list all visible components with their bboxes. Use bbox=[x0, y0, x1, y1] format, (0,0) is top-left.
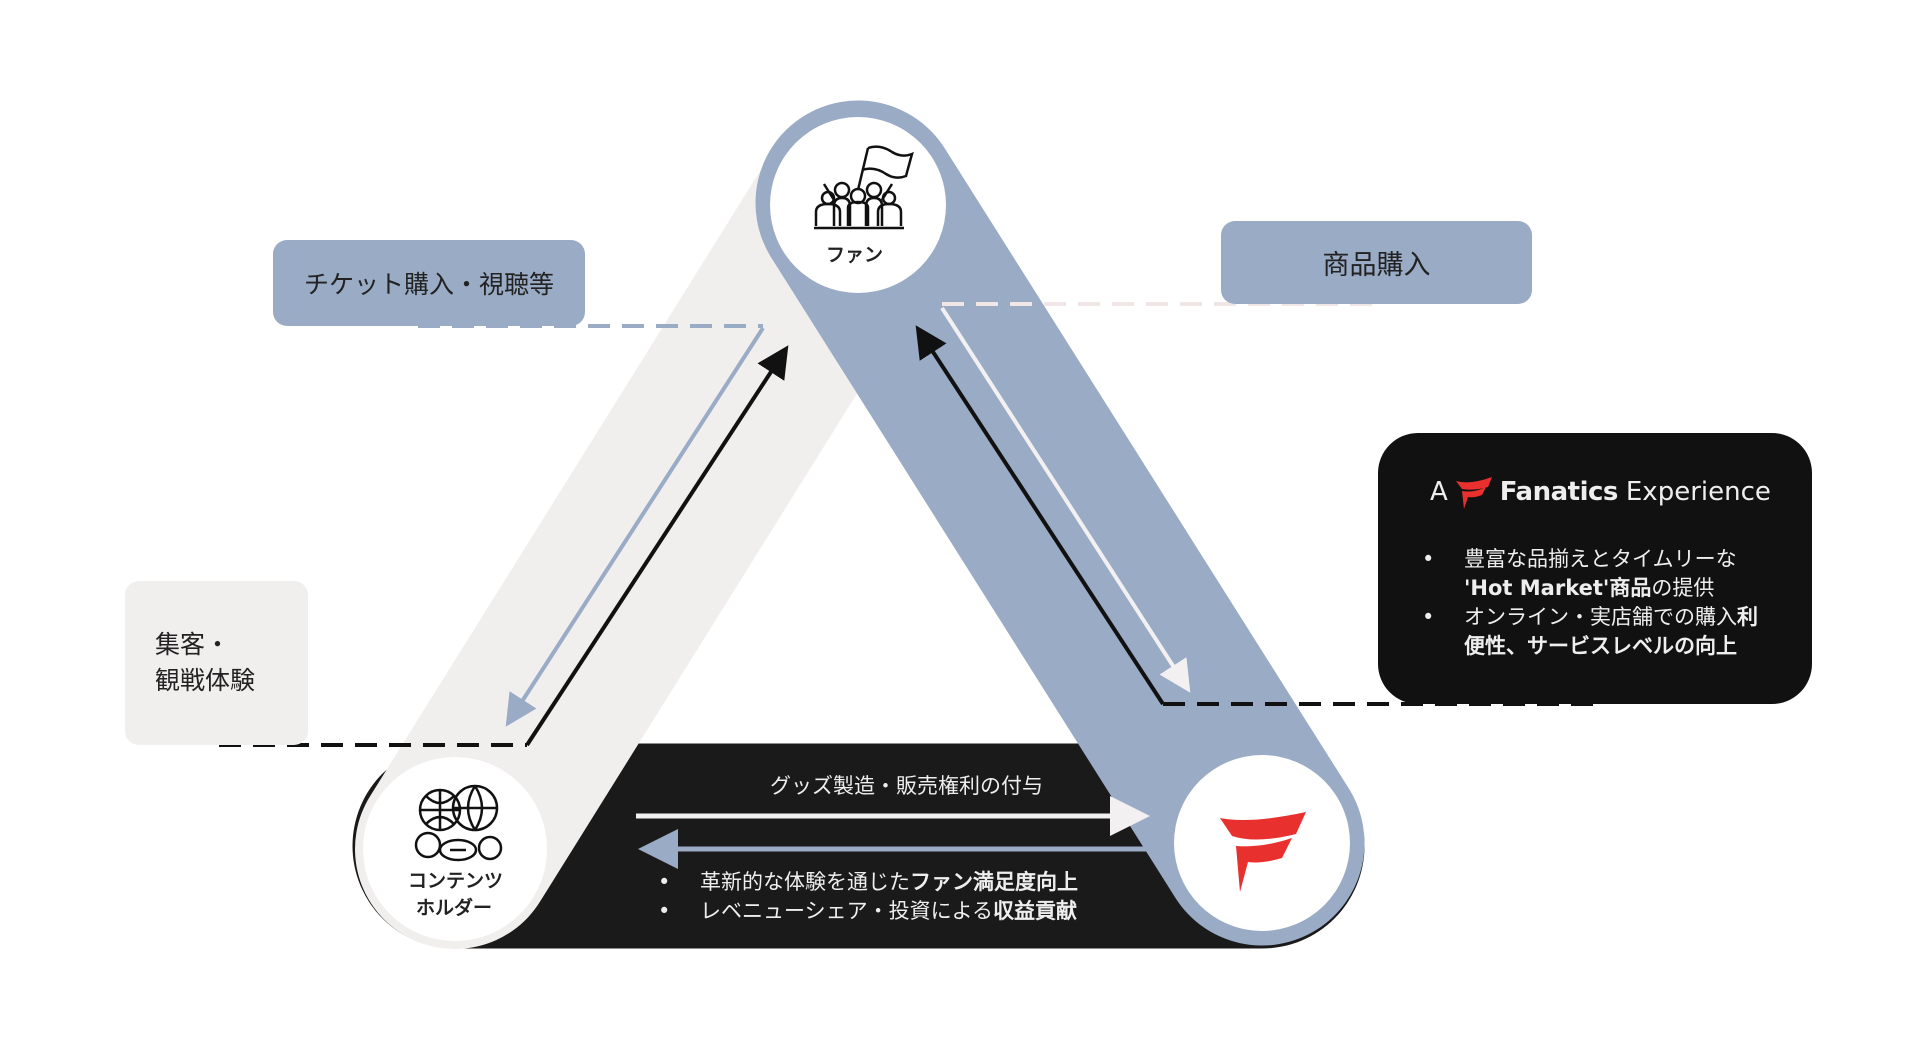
bullet-dot: • bbox=[1422, 547, 1435, 571]
bullet-item: • レベニューシェア・投資による収益貢献 bbox=[658, 897, 1078, 926]
attract-experience-box: 集客・ 観戦体験 bbox=[125, 581, 308, 745]
bullet-text: 革新的な体験を通じた bbox=[700, 870, 910, 894]
content-holder-label-line2: ホルダー bbox=[416, 897, 493, 919]
bullet-item: • オンライン・実店舗での購入利 便性、サービスレベルの向上 bbox=[1422, 603, 1758, 661]
rights-grant-label: グッズ製造・販売権利の付与 bbox=[770, 774, 1043, 798]
bullet-text: オンライン・実店舗での購入 bbox=[1464, 605, 1737, 629]
band-fan-fanatics bbox=[755, 100, 1365, 946]
bullet-dot: • bbox=[658, 870, 671, 894]
fan-node bbox=[770, 117, 946, 293]
sports-balls-icon bbox=[414, 784, 503, 862]
band-fan-contents bbox=[355, 103, 958, 949]
fanatics-flag-icon bbox=[1455, 477, 1492, 509]
arrow-fanatics-to-fan bbox=[915, 325, 1165, 706]
fanatics-experience-box: A Fanatics Experience • 豊富な品揃えとタイムリーな 'H… bbox=[1378, 433, 1812, 704]
bullet-dot: • bbox=[1422, 605, 1435, 629]
fans-cheering-icon bbox=[814, 145, 914, 230]
product-purchase-label: 商品購入 bbox=[1322, 250, 1431, 281]
content-holder-label-line1: コンテンツ bbox=[408, 870, 504, 892]
bullet-text: レベニューシェア・投資による bbox=[700, 899, 993, 923]
bullet-item: • 革新的な体験を通じたファン満足度向上 bbox=[658, 868, 1078, 897]
arrow-fan-to-contents bbox=[505, 326, 765, 727]
arrow-fan-to-fanatics bbox=[940, 306, 1191, 693]
bullet-item: • 豊富な品揃えとタイムリーな 'Hot Market'商品の提供 bbox=[1422, 545, 1758, 603]
bullet-text-bold: ファン満足度向上 bbox=[910, 870, 1078, 894]
arrow-contents-to-fan bbox=[525, 345, 789, 747]
bullet-text-bold: 'Hot Market'商品 bbox=[1464, 576, 1652, 600]
bullet-text: の提供 bbox=[1651, 576, 1715, 600]
attract-label-line2: 観戦体験 bbox=[155, 666, 256, 695]
ticket-purchase-box: チケット購入・視聴等 bbox=[273, 240, 585, 326]
logo-name: Fanatics bbox=[1499, 477, 1619, 507]
fan-label: ファン bbox=[826, 244, 884, 266]
logo-suffix: Experience bbox=[1625, 477, 1771, 507]
attract-label-line1: 集客・ bbox=[155, 630, 231, 659]
bullet-dot: • bbox=[658, 899, 671, 923]
fanatics-experience-bullets: • 豊富な品揃えとタイムリーな 'Hot Market'商品の提供 • オンライ… bbox=[1422, 545, 1758, 661]
product-purchase-box: 商品購入 bbox=[1221, 221, 1532, 304]
ticket-purchase-label: チケット購入・視聴等 bbox=[303, 270, 554, 299]
bullet-text: 豊富な品揃えとタイムリーな bbox=[1464, 547, 1737, 571]
bottom-band-bullets: • 革新的な体験を通じたファン満足度向上 • レベニューシェア・投資による収益貢… bbox=[658, 868, 1078, 926]
bullet-text-bold: 収益貢献 bbox=[992, 899, 1077, 923]
bullet-text-bold: 便性、サービスレベルの向上 bbox=[1464, 634, 1737, 658]
logo-prefix: A bbox=[1430, 477, 1448, 507]
fanatics-logo-icon bbox=[1220, 812, 1306, 892]
fanatics-node bbox=[1174, 755, 1350, 931]
bullet-text-bold: 利 bbox=[1737, 605, 1758, 629]
fanatics-experience-logo: A Fanatics Experience bbox=[1430, 475, 1771, 509]
